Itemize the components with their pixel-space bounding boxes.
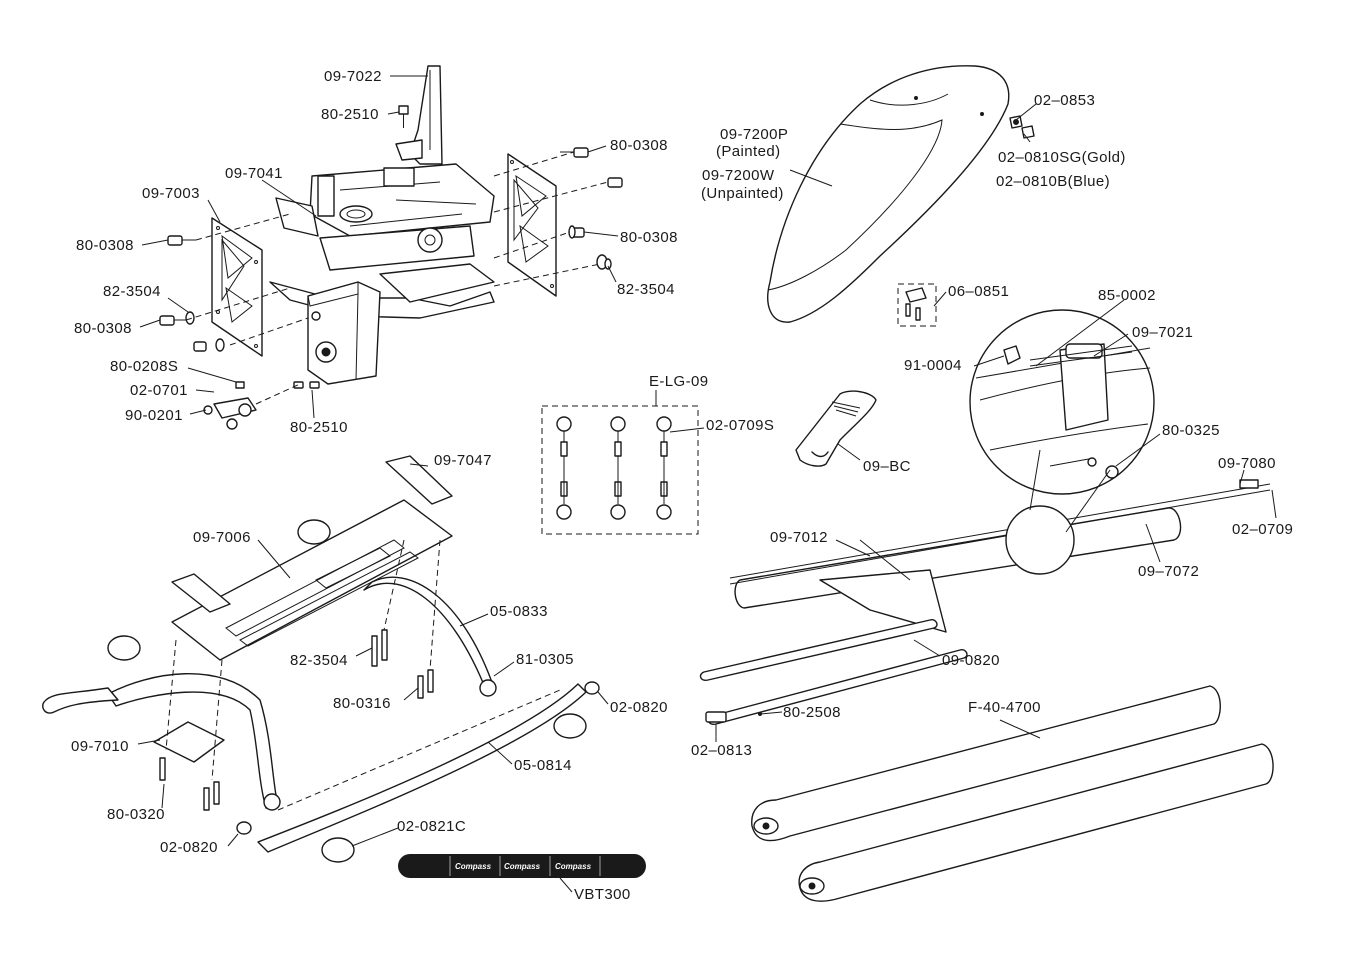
label-02-0820-b: 02-0820 bbox=[160, 839, 218, 856]
detail-circle bbox=[969, 309, 1155, 495]
label-80-2508: 80-2508 bbox=[783, 704, 841, 721]
label-05-0814: 05-0814 bbox=[514, 757, 572, 774]
label-82-3504-c: 82-3504 bbox=[290, 652, 348, 669]
label-02-0813: 02–0813 bbox=[691, 742, 752, 759]
center-frame bbox=[269, 163, 495, 319]
label-80-2510-top: 80-2510 bbox=[321, 106, 379, 123]
label-02-0709: 02–0709 bbox=[1232, 521, 1293, 538]
label-80-0308-c: 80-0308 bbox=[620, 229, 678, 246]
label-09-7003: 09-7003 bbox=[142, 185, 200, 202]
landing-gear bbox=[42, 455, 600, 863]
label-f-40-4700: F-40-4700 bbox=[968, 699, 1041, 716]
label-09-7010: 09-7010 bbox=[71, 738, 129, 755]
label-02-0821c: 02-0821C bbox=[397, 818, 466, 835]
servo-arm-link bbox=[203, 381, 257, 430]
label-09-0820: 09-0820 bbox=[942, 652, 1000, 669]
label-80-0325: 80-0325 bbox=[1162, 422, 1220, 439]
label-06-0851: 06–0851 bbox=[948, 283, 1009, 300]
label-09-7072: 09–7072 bbox=[1138, 563, 1199, 580]
label-05-0833: 05-0833 bbox=[490, 603, 548, 620]
label-82-3504-a: 82-3504 bbox=[103, 283, 161, 300]
decal-logo-2: Compass bbox=[504, 862, 541, 871]
label-09-7022: 09-7022 bbox=[324, 68, 382, 85]
boom-mount-09-7022 bbox=[395, 65, 443, 165]
assembly-lines bbox=[185, 151, 609, 405]
label-85-0002: 85-0002 bbox=[1098, 287, 1156, 304]
screws bbox=[159, 147, 623, 389]
pushrod bbox=[699, 618, 968, 726]
label-02-0810sg: 02–0810SG(Gold) bbox=[998, 149, 1126, 166]
main-blades bbox=[751, 685, 1274, 902]
label-02-0709s: 02-0709S bbox=[706, 417, 774, 434]
label-02-0820-a: 02-0820 bbox=[610, 699, 668, 716]
label-09-7041: 09-7041 bbox=[225, 165, 283, 182]
label-80-0308-b: 80-0308 bbox=[610, 137, 668, 154]
stabilizer bbox=[819, 539, 947, 633]
label-80-2510-b: 80-2510 bbox=[290, 419, 348, 436]
canopy-hardware bbox=[1009, 115, 1035, 139]
leader-lines bbox=[137, 75, 1277, 893]
label-vbt300: VBT300 bbox=[574, 886, 631, 903]
label-e-lg-09: E-LG-09 bbox=[649, 373, 709, 390]
label-80-0316: 80-0316 bbox=[333, 695, 391, 712]
label-unpainted: (Unpainted) bbox=[701, 185, 784, 202]
label-02-0701: 02-0701 bbox=[130, 382, 188, 399]
blade-tool-09-bc bbox=[795, 390, 877, 467]
label-09-7200w: 09-7200W bbox=[702, 167, 775, 184]
label-09-bc: 09–BC bbox=[863, 458, 911, 475]
label-80-0320: 80-0320 bbox=[107, 806, 165, 823]
label-09-7047: 09-7047 bbox=[434, 452, 492, 469]
label-09-7021: 09–7021 bbox=[1132, 324, 1193, 341]
label-painted: (Painted) bbox=[716, 143, 780, 160]
label-90-0201: 90-0201 bbox=[125, 407, 183, 424]
landing-gear-links bbox=[541, 405, 699, 535]
main-frame-assembly bbox=[159, 65, 623, 430]
part-labels: 09-7022 80-2510 09-7041 09-7003 80-0308 … bbox=[71, 68, 1293, 903]
servo bbox=[307, 281, 381, 385]
label-09-7200p: 09-7200P bbox=[720, 126, 788, 143]
label-09-7012: 09-7012 bbox=[770, 529, 828, 546]
screw-80-2510-top bbox=[398, 105, 409, 128]
side-plate-right bbox=[507, 153, 557, 297]
label-81-0305: 81-0305 bbox=[516, 651, 574, 668]
label-09-7006: 09-7006 bbox=[193, 529, 251, 546]
label-09-7080: 09-7080 bbox=[1218, 455, 1276, 472]
label-80-0308-d: 80-0308 bbox=[74, 320, 132, 337]
label-82-3504-b: 82-3504 bbox=[617, 281, 675, 298]
label-02-0853: 02–0853 bbox=[1034, 92, 1095, 109]
vbt300-decal: Compass Compass Compass bbox=[398, 854, 646, 878]
label-80-0308-a: 80-0308 bbox=[76, 237, 134, 254]
decal-logo-3: Compass bbox=[555, 862, 592, 871]
canopy bbox=[767, 65, 1010, 323]
label-02-0810b: 02–0810B(Blue) bbox=[996, 173, 1110, 190]
label-91-0004: 91-0004 bbox=[904, 357, 962, 374]
decal-logo-1: Compass bbox=[455, 862, 492, 871]
canopy-clip-06-0851 bbox=[897, 283, 937, 327]
label-80-0208s: 80-0208S bbox=[110, 358, 178, 375]
side-plate-left bbox=[211, 217, 263, 357]
